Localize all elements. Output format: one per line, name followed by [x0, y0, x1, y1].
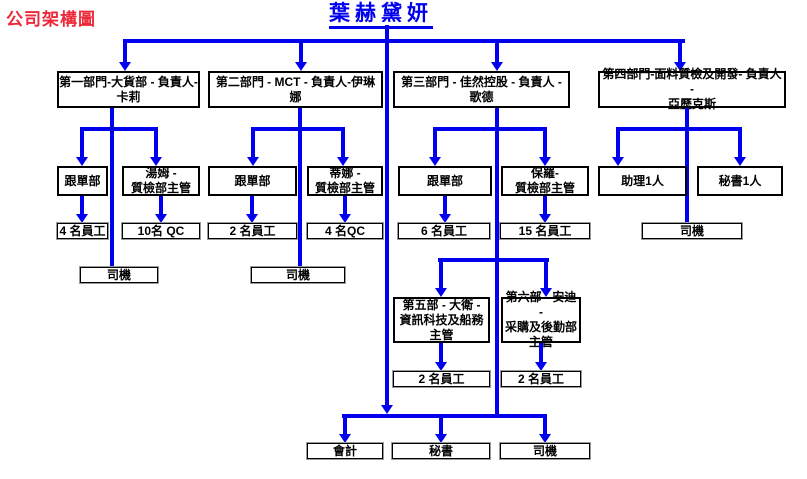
- connector-line: [439, 343, 443, 362]
- org-node-dept6: 第六部 - 安迪 - 采購及後勤部 主管: [501, 290, 581, 349]
- connector-line: [443, 196, 447, 214]
- arrow-down-icon: [491, 62, 503, 71]
- org-node-dept5-count: 2 名員工: [393, 371, 490, 387]
- arrow-down-icon: [539, 157, 551, 166]
- connector-line: [342, 414, 547, 418]
- arrow-down-icon: [150, 157, 162, 166]
- connector-line: [539, 343, 543, 362]
- arrow-down-icon: [535, 362, 547, 371]
- org-node-d2-follow: 跟單部: [208, 166, 297, 196]
- connector-line: [80, 196, 84, 214]
- connector-line: [251, 127, 345, 131]
- arrow-down-icon: [119, 62, 131, 71]
- org-node-hq-accounting: 會計: [307, 443, 383, 459]
- arrow-down-icon: [295, 62, 307, 71]
- org-node-d1-follow-count: 4 名員工: [57, 223, 108, 239]
- connector-line: [343, 196, 347, 214]
- arrow-down-icon: [247, 157, 259, 166]
- org-node-d4-driver: 司機: [642, 223, 742, 239]
- org-node-d3-qc-count: 15 名員工: [500, 223, 590, 239]
- arrow-down-icon: [435, 288, 447, 297]
- connector-line: [616, 131, 620, 157]
- org-node-dept4: 第四部門-面料質檢及開發- 負責人 - 亞歷克斯: [598, 67, 786, 111]
- connector-line: [80, 131, 84, 157]
- org-node-d4-secretary: 秘書1人: [697, 166, 783, 196]
- connector-line: [341, 131, 345, 157]
- arrow-down-icon: [674, 62, 686, 71]
- org-node-d2-qc-head: 蒂娜 - 質檢部主管: [307, 166, 383, 196]
- org-node-d2-follow-count: 2 名員工: [208, 223, 297, 239]
- connector-line: [250, 196, 254, 214]
- arrow-down-icon: [76, 214, 88, 223]
- arrow-down-icon: [429, 157, 441, 166]
- arrow-down-icon: [539, 434, 551, 443]
- org-node-d1-driver: 司機: [80, 267, 158, 283]
- org-node-d2-driver: 司機: [251, 267, 345, 283]
- arrow-down-icon: [339, 434, 351, 443]
- arrow-down-icon: [337, 157, 349, 166]
- connector-line: [543, 418, 547, 434]
- connector-line: [495, 43, 499, 62]
- org-node-d1-qc-head: 湯姆 - 質檢部主管: [122, 166, 200, 196]
- org-node-dept3: 第三部門 - 佳然控股 - 負責人 - 歌德: [393, 71, 570, 108]
- connector-line: [433, 131, 437, 157]
- connector-line: [439, 262, 443, 288]
- connector-line: [385, 25, 389, 405]
- connector-line: [154, 131, 158, 157]
- connector-line: [110, 108, 114, 267]
- connector-line: [123, 43, 127, 62]
- arrow-down-icon: [439, 214, 451, 223]
- connector-line: [616, 127, 742, 131]
- connector-line: [685, 108, 689, 223]
- org-node-d3-follow: 跟單部: [398, 166, 492, 196]
- connector-line: [299, 43, 303, 62]
- connector-line: [80, 127, 158, 131]
- org-node-dept2: 第二部門 - MCT - 負責人-伊琳娜: [208, 71, 383, 108]
- org-node-hq-driver: 司機: [500, 443, 590, 459]
- org-node-d3-follow-count: 6 名員工: [398, 223, 490, 239]
- connector-line: [123, 39, 685, 43]
- connector-line: [438, 258, 549, 262]
- org-node-d4-assistant: 助理1人: [598, 166, 687, 196]
- connector-line: [543, 196, 547, 214]
- arrow-down-icon: [435, 362, 447, 371]
- arrow-down-icon: [381, 405, 393, 414]
- arrow-down-icon: [540, 288, 552, 297]
- page-title: 公司架構圖: [6, 10, 96, 29]
- connector-line: [543, 131, 547, 157]
- org-node-dept1: 第一部門-大貨部 - 負責人- 卡莉: [57, 71, 200, 108]
- connector-line: [544, 262, 548, 288]
- arrow-down-icon: [155, 214, 167, 223]
- arrow-down-icon: [612, 157, 624, 166]
- org-node-hq-secretary: 秘書: [392, 443, 490, 459]
- connector-line: [343, 418, 347, 434]
- org-node-d2-qc-count: 4 名QC: [307, 223, 383, 239]
- org-node-d1-follow: 跟單部: [57, 166, 108, 196]
- connector-line: [298, 108, 302, 267]
- org-node-d3-qc-head: 保羅- 質檢部主管: [501, 166, 589, 196]
- connector-line: [433, 127, 547, 131]
- connector-line: [439, 418, 443, 434]
- arrow-down-icon: [339, 214, 351, 223]
- connector-line: [159, 196, 163, 214]
- org-root-title: 葉赫黛妍: [329, 2, 433, 30]
- org-node-d1-qc-count: 10名 QC: [122, 223, 200, 239]
- connector-line: [738, 131, 742, 157]
- arrow-down-icon: [246, 214, 258, 223]
- arrow-down-icon: [539, 214, 551, 223]
- org-node-dept5: 第五部 - 大衛 - 資訊科技及船務 主管: [393, 297, 490, 343]
- arrow-down-icon: [734, 157, 746, 166]
- arrow-down-icon: [435, 434, 447, 443]
- connector-line: [251, 131, 255, 157]
- connector-line: [678, 43, 682, 62]
- arrow-down-icon: [76, 157, 88, 166]
- org-node-dept6-count: 2 名員工: [501, 371, 581, 387]
